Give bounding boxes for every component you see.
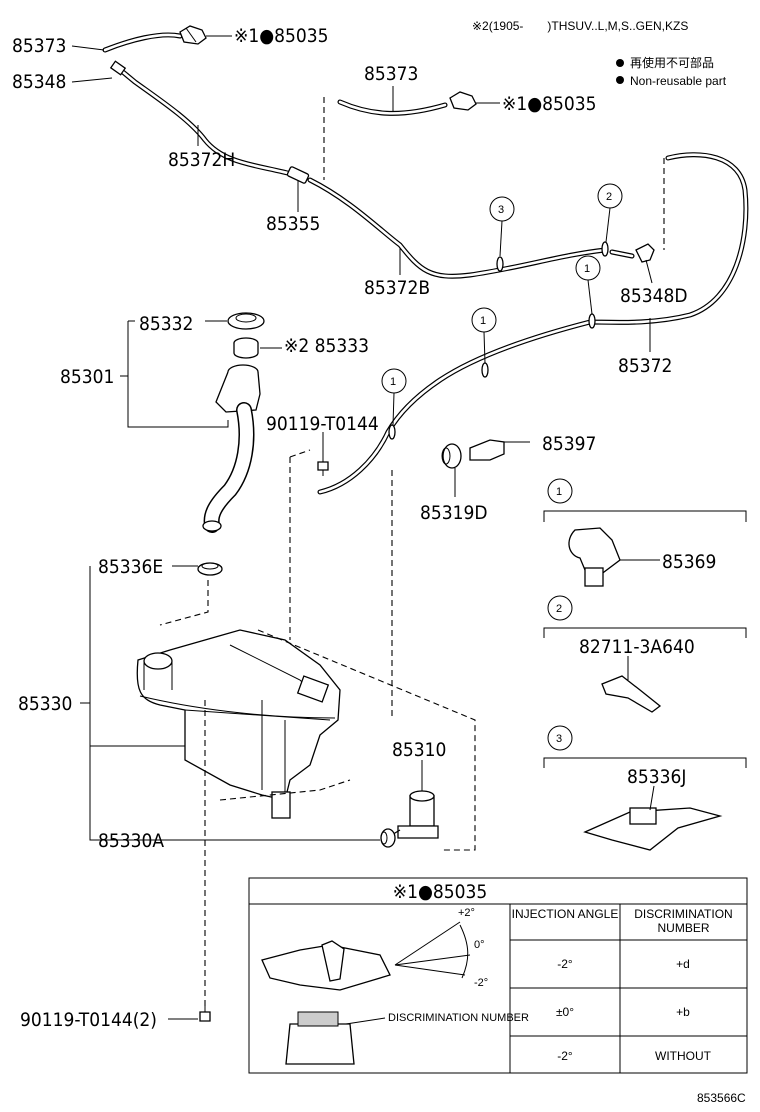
washer-tank-85330 (136, 629, 341, 819)
svg-text:1: 1 (390, 376, 396, 388)
disc-label: DISCRIMINATION NUMBER (388, 1012, 529, 1024)
seal-85336E (197, 562, 223, 576)
callout-2-top: 2 (597, 183, 623, 243)
label-90119-a: 90119-T0144 (266, 413, 379, 435)
label-85336E: 85336E (98, 556, 163, 578)
svg-text:3: 3 (498, 204, 504, 216)
table-title: ※1●85035 (393, 881, 487, 903)
detail-panel-2: 2 (543, 595, 747, 713)
washer-pump-85310 (389, 760, 439, 839)
table-row-angle: -2° (557, 1049, 573, 1063)
callout-1-b: 1 (471, 307, 497, 364)
elbow-85348D (635, 243, 655, 263)
bullet-icon (616, 76, 624, 84)
bolt-90119-a (317, 432, 329, 476)
label-85333: ※2 85333 (284, 335, 369, 357)
svg-text:3: 3 (556, 733, 562, 745)
nozzle-spec-table (248, 877, 748, 1074)
svg-text:1: 1 (584, 263, 590, 275)
nozzle-85035-a (179, 25, 232, 45)
legend-nonreusable-jp: 再使用不可部品 (630, 55, 714, 70)
label-85330: 85330 (18, 693, 72, 715)
legend-nonreusable-en: Non-reusable part (630, 74, 727, 88)
label-85332: 85332 (139, 313, 193, 335)
label-82711: 82711-3A640 (579, 636, 695, 658)
angle-plus-label: +2° (458, 907, 475, 919)
joint-85397 (469, 439, 530, 461)
label-85348: 85348 (12, 71, 66, 93)
detail-panel-3: 3 (543, 725, 747, 851)
callout-1-c: 1 (381, 368, 407, 426)
dashed-guide (289, 449, 311, 458)
filler-cap-85332 (227, 312, 265, 330)
label-85348D: 85348D (620, 285, 688, 307)
filler-neck-85301 (202, 364, 261, 533)
label-85372H: 85372H (168, 149, 235, 171)
table-row-number: WITHOUT (655, 1049, 712, 1063)
label-85330A: 85330A (98, 830, 164, 852)
detail-panel-1: 1 (543, 478, 747, 587)
label-85310: 85310 (392, 739, 446, 761)
col-header-discrimination: DISCRIMINATION NUMBER (634, 907, 732, 935)
bullet-icon (616, 59, 624, 67)
col-header-injection-angle: INJECTION ANGLE (512, 907, 619, 921)
callout-1-a: 1 (575, 255, 601, 315)
diagram-id: 853566C (697, 1091, 746, 1105)
label-85369: 85369 (662, 551, 716, 573)
label-85035-b: ※1●85035 (502, 93, 596, 115)
label-85373-a: 85373 (12, 35, 66, 57)
svg-text:2: 2 (556, 603, 562, 615)
hose-85373-b (337, 91, 500, 116)
dashed-guide (257, 629, 476, 851)
clamps (388, 241, 609, 440)
strainer-85333 (233, 337, 259, 359)
bracket-85301 (127, 321, 229, 428)
label-85336J: 85336J (627, 766, 686, 788)
label-90119-b: 90119-T0144(2) (20, 1009, 157, 1031)
table-row-number: +b (676, 1005, 690, 1019)
table-row-number: +d (676, 957, 690, 971)
hose-85372H (102, 32, 635, 279)
label-85355: 85355 (266, 213, 320, 235)
svg-text:2: 2 (606, 191, 612, 203)
label-85372: 85372 (618, 355, 672, 377)
label-85035-a: ※1●85035 (234, 25, 328, 47)
table-row-angle: ±0° (556, 1005, 574, 1019)
angle-zero-label: 0° (474, 939, 485, 951)
svg-text:1: 1 (480, 315, 486, 327)
bolt-90119-b (199, 1004, 211, 1022)
dashed-guide (159, 580, 209, 626)
variant-note: ※2(1905- )THSUV..L,M,S..GEN,KZS (472, 19, 688, 33)
grommet-85330A (380, 828, 396, 848)
table-row-angle: -2° (557, 957, 573, 971)
svg-text:1: 1 (556, 486, 562, 498)
label-85319D: 85319D (420, 502, 488, 524)
joint-85348 (109, 60, 127, 76)
dashed-guide (219, 779, 351, 801)
angle-minus-label: -2° (474, 977, 488, 989)
label-85372B: 85372B (364, 277, 430, 299)
callout-3-top: 3 (489, 196, 515, 257)
joint-85355 (286, 166, 310, 212)
grommet-85319D (441, 443, 462, 497)
bracket-85330 (89, 566, 172, 841)
hose-85372 (317, 152, 749, 495)
label-85373-b: 85373 (364, 63, 418, 85)
label-85301: 85301 (60, 366, 114, 388)
label-85397: 85397 (542, 433, 596, 455)
